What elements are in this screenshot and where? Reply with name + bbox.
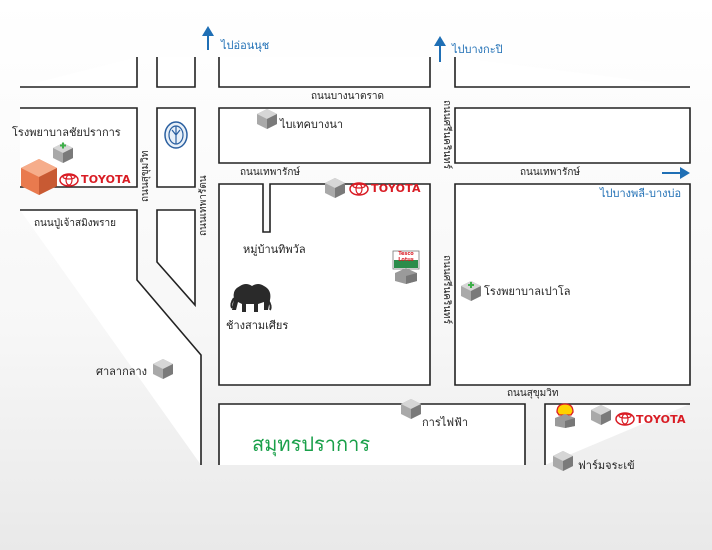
- label-toyota-2: TOYOTA: [371, 182, 421, 195]
- building-cube-icon: [553, 451, 573, 471]
- direction-bangphli: ไปบางพลี-บางบ่อ: [600, 187, 682, 200]
- toyota-logo-icon: [349, 182, 369, 196]
- road-thepharak-right: ถนนเทพารักษ์: [520, 167, 580, 178]
- block-top-2: [156, 57, 196, 88]
- road-thepharak-left: ถนนเทพารักษ์: [240, 167, 300, 178]
- building-cube-icon: [325, 178, 345, 198]
- road-sukhumvit: ถนนสุขุมวิท: [507, 388, 559, 399]
- building-cube-icon: [257, 109, 277, 129]
- label-erawan: ช้างสามเศียร: [226, 319, 289, 332]
- label-city-hall: ศาลากลาง: [96, 365, 148, 378]
- label-toyota-3: TOYOTA: [636, 413, 686, 426]
- three-headed-elephant-icon: [230, 284, 272, 312]
- block-top-1: [20, 57, 138, 88]
- direction-bangkapi: ไปบางกะปิ: [452, 43, 503, 56]
- block-shrine-lower: [156, 209, 196, 308]
- road-bang-na-trat: ถนนบางนาตราด: [311, 91, 384, 102]
- label-hospital-chai: โรงพยาบาลชัยปราการ: [12, 126, 121, 139]
- block-bottom-right: [544, 403, 690, 465]
- block-top-3: [218, 57, 431, 88]
- label-city-samut-prakan: สมุทรปราการ: [252, 432, 371, 456]
- direction-onnut: ไปอ่อนนุช: [221, 39, 270, 52]
- hospital-cross-icon: [461, 281, 481, 301]
- hospital-cross-icon: [53, 142, 73, 163]
- building-cube-icon: [153, 359, 173, 379]
- block-top-4: [454, 57, 690, 88]
- label-electricity: การไฟฟ้า: [422, 416, 469, 429]
- label-village: หมู่บ้านทิพวัล: [243, 243, 306, 256]
- block-right-upper: [454, 107, 691, 164]
- block-bottom-center: [218, 403, 526, 465]
- label-bitec: ไบเทคบางนา: [280, 118, 344, 131]
- building-cube-icon: [591, 405, 611, 425]
- road-pu-chao: ถนนปู่เจ้าสมิงพราย: [34, 218, 116, 229]
- block-right-middle: [454, 183, 691, 386]
- label-tesco: Tesco Lotus: [398, 251, 414, 263]
- tesco-lotus-logo-icon: [392, 250, 420, 284]
- label-hospital-paolo: โรงพยาบาลเปาโล: [484, 285, 571, 298]
- shrine-logo-icon: [164, 121, 188, 149]
- block-center: [218, 183, 431, 386]
- label-toyota-1: TOYOTA: [81, 173, 131, 186]
- road-sukhumvit-vertical: ถนนสุขุมวิท: [140, 150, 151, 202]
- label-crocodile-farm: ฟาร์มจระเข้: [578, 459, 635, 472]
- road-srinakarin-top: ถนนศรีนครินทร์: [441, 100, 452, 170]
- road-thepharat: ถนนเทพารัตน: [198, 175, 209, 236]
- road-srinakarin-mid: ถนนศรีนครินทร์: [441, 255, 452, 325]
- toyota-logo-icon: [615, 412, 635, 426]
- block-left-lower: [20, 209, 202, 465]
- building-cube-icon: [401, 399, 421, 419]
- building-cube-icon: [21, 159, 57, 195]
- toyota-logo-icon: [59, 173, 79, 187]
- shell-station-icon: [555, 403, 575, 428]
